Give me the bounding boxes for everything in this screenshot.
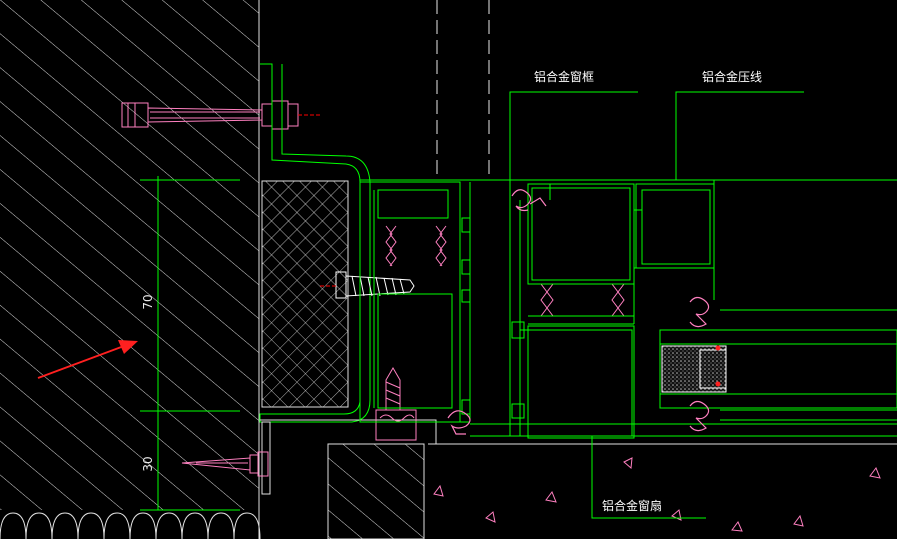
center-lines (436, 0, 490, 180)
dimension-30: 30 (141, 456, 155, 471)
window-frame-profile (359, 179, 897, 437)
nail-anchor (181, 451, 269, 477)
rubber-gaskets (447, 189, 710, 435)
sill-slab (260, 419, 437, 539)
label-aluminium-sash: 铝合金窗扇 (602, 498, 662, 513)
label-aluminium-bead: 铝合金压线 (702, 69, 762, 84)
wall-bottom-scallop (0, 512, 261, 539)
wall-section (0, 0, 260, 539)
steel-angle-bracket (259, 63, 371, 423)
expansion-anchor-bolt (121, 100, 320, 130)
glass-spacer-unit (661, 345, 727, 393)
label-aluminium-frame: 铝合金窗框 (534, 69, 594, 84)
concrete-screed (433, 443, 897, 532)
self-tapping-screw (320, 271, 415, 299)
red-pointer-arrow-icon (37, 340, 138, 379)
dimension-70: 70 (141, 294, 155, 309)
thermal-break-strips (385, 225, 625, 317)
window-sash-profile (509, 180, 897, 439)
dimension-lines (140, 176, 240, 511)
leader-lines (509, 91, 804, 519)
vertical-screw (375, 367, 417, 441)
foam-insulation (261, 180, 349, 408)
